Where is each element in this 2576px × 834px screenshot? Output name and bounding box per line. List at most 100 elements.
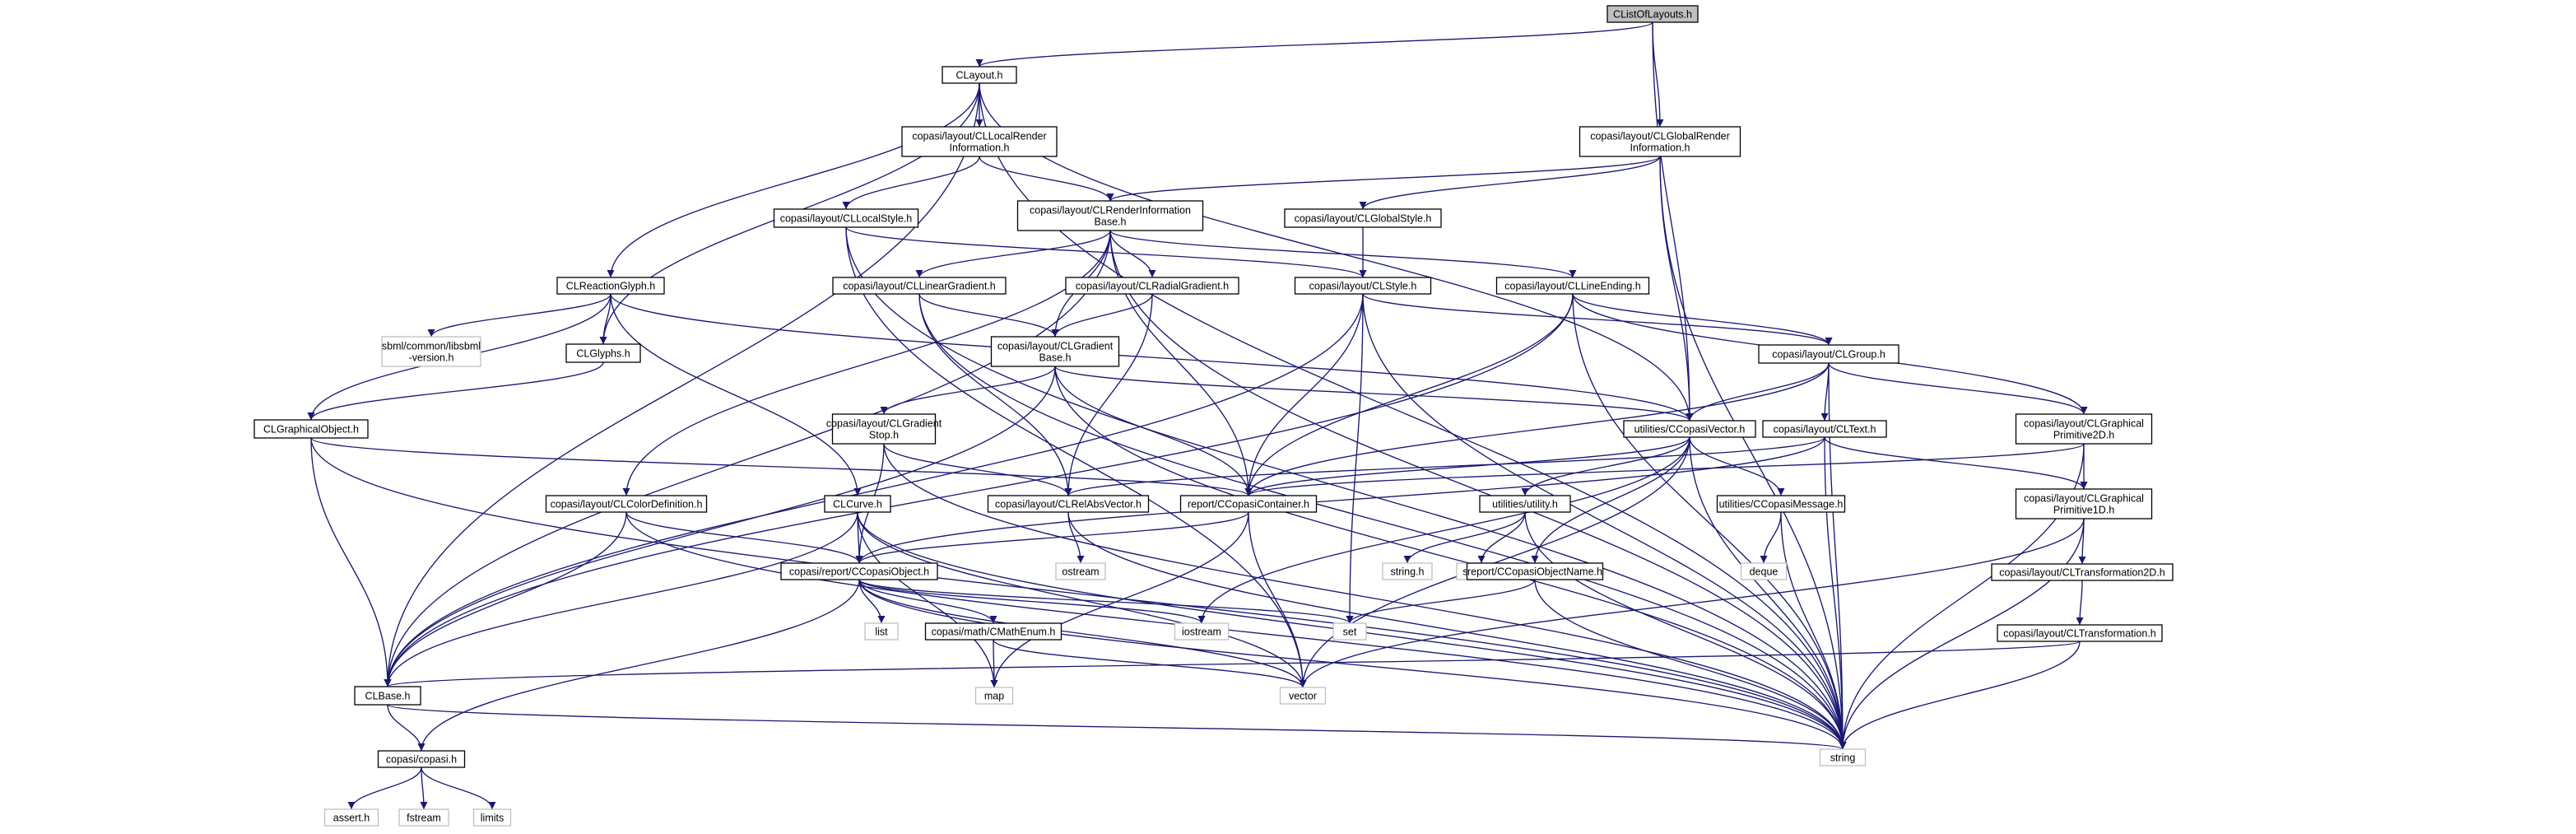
- node-box: [987, 495, 1150, 513]
- node-cglobalstyle[interactable]: copasi/layout/CLGlobalStyle.h: [1284, 208, 1442, 228]
- edge-clineargrad-to-crelabs: [918, 293, 1072, 496]
- node-label: utilities/CCopasiVector.h: [1634, 424, 1746, 436]
- node-label: iostream: [1182, 627, 1221, 638]
- node-set: set: [1332, 622, 1367, 641]
- node-cgraphobj[interactable]: CLGraphicalObject.h: [253, 419, 369, 439]
- node-cbase[interactable]: CLBase.h: [354, 686, 421, 706]
- node-label: copasi/layout/CLRadialGradient.h: [1076, 281, 1229, 292]
- edge-cradialgrad-to-crelabs: [1064, 293, 1153, 496]
- node-clineending[interactable]: copasi/layout/CLLineEnding.h: [1495, 277, 1650, 295]
- node-cmessage[interactable]: utilities/CCopasiMessage.h: [1716, 495, 1846, 513]
- node-cradialgrad[interactable]: copasi/layout/CLRadialGradient.h: [1065, 277, 1239, 295]
- node-label: copasi/layout/CLGraphical: [2024, 493, 2144, 505]
- node-clineargrad[interactable]: copasi/layout/CLLinearGradient.h: [832, 277, 1007, 295]
- edge-ctrans2d-to-ctrans: [2076, 580, 2084, 626]
- node-box: [1065, 277, 1239, 295]
- node-label: copasi/layout/CLLineEnding.h: [1504, 281, 1640, 292]
- node-box: [1997, 624, 2163, 642]
- edge-crenderinfobase-to-clineending: [1109, 230, 1577, 278]
- node-box: [2015, 488, 2153, 520]
- edge-cgroup-to-ccontainer: [1244, 362, 1830, 496]
- node-stringh: string.h: [1382, 562, 1433, 580]
- node-cglobalrender[interactable]: copasi/layout/CLGlobalRenderInformation.…: [1579, 126, 1741, 157]
- node-ccontainer[interactable]: report/CCopasiContainer.h: [1179, 495, 1318, 513]
- node-label: copasi/layout/CLLinearGradient.h: [843, 281, 996, 292]
- node-label: CLGraphicalObject.h: [263, 424, 359, 436]
- edge-crenderinfobase-to-cradialgrad: [1109, 230, 1156, 278]
- node-box: [398, 808, 449, 827]
- node-vector: vector: [1279, 687, 1327, 705]
- node-ccolordef[interactable]: copasi/layout/CLColorDefinition.h: [545, 495, 708, 513]
- node-ccopasivector[interactable]: utilities/CCopasiVector.h: [1623, 420, 1756, 438]
- node-creactionglyph[interactable]: CLReactionGlyph.h: [556, 277, 665, 295]
- edge-utility-to-stdargh: [1477, 511, 1526, 564]
- edge-clineending-to-cgroup: [1572, 293, 1833, 346]
- edge-cstyle-to-cbase: [384, 293, 1364, 687]
- edge-cobjectname-to-string: [1534, 579, 1847, 750]
- node-ctrans2d[interactable]: copasi/layout/CLTransformation2D.h: [1991, 563, 2174, 581]
- node-label: CListOfLayouts.h: [1613, 9, 1692, 21]
- node-clayout[interactable]: CLayout.h: [942, 66, 1017, 84]
- node-limits: limits: [472, 808, 512, 827]
- edge-clineargrad-to-string: [918, 293, 1847, 750]
- node-ccurve[interactable]: CLCurve.h: [824, 495, 891, 513]
- node-label: copasi/layout/CLGlobalRender: [1590, 131, 1730, 142]
- node-box: [1819, 748, 1867, 766]
- node-cglyphs[interactable]: CLGlyphs.h: [565, 343, 641, 363]
- edge-cglobalrender-to-crenderinfobase: [1106, 156, 1661, 202]
- node-label: CLReactionGlyph.h: [566, 281, 655, 292]
- node-label: copasi/layout/CLTransformation2D.h: [1999, 567, 2165, 579]
- node-ctrans[interactable]: copasi/layout/CLTransformation.h: [1997, 624, 2163, 642]
- node-cgroup[interactable]: copasi/layout/CLGroup.h: [1758, 344, 1899, 364]
- node-cmathenum[interactable]: copasi/math/CMathEnum.h: [924, 622, 1062, 641]
- node-box: [1579, 126, 1741, 157]
- edge-ccopasiobject-to-set: [858, 579, 1354, 624]
- edge-ccontainer-to-ccopasiobject: [855, 511, 1249, 564]
- edge-ctrans-to-string: [1839, 641, 2081, 750]
- node-clocalstyle[interactable]: copasi/layout/CLLocalStyle.h: [773, 208, 919, 228]
- node-label: CLCurve.h: [833, 499, 882, 510]
- node-label: utilities/utility.h: [1492, 499, 1558, 510]
- edge-cglyphs-to-cgraphobj: [307, 361, 604, 421]
- edge-cstyle-to-ccontainer: [1244, 293, 1364, 496]
- node-box: [1016, 200, 1204, 231]
- node-crelabs[interactable]: copasi/layout/CLRelAbsVector.h: [987, 495, 1150, 513]
- node-label: Base.h: [1039, 352, 1072, 364]
- edge-ccurve-to-cbase: [384, 511, 858, 687]
- node-copasih[interactable]: copasi/copasi.h: [377, 750, 466, 768]
- edge-utility-to-stringh: [1403, 511, 1526, 564]
- node-box: [1179, 495, 1318, 513]
- node-label: copasi/report/CCopasiObject.h: [789, 566, 929, 578]
- node-cstyle[interactable]: copasi/layout/CLStyle.h: [1294, 277, 1432, 295]
- node-label: Primitive1D.h: [2053, 505, 2114, 516]
- node-ctext[interactable]: copasi/layout/CLText.h: [1762, 420, 1887, 438]
- node-utility[interactable]: utilities/utility.h: [1479, 495, 1571, 513]
- node-ccopasiobject[interactable]: copasi/report/CCopasiObject.h: [780, 562, 938, 580]
- edge-crenderinfobase-to-clineargrad: [915, 230, 1111, 278]
- edges-layer: [307, 21, 2088, 810]
- node-box: [381, 336, 481, 367]
- edge-ctrans-to-cbase: [384, 641, 2081, 687]
- node-label: report/CCopasiObjectName.h: [1467, 566, 1602, 578]
- node-label: copasi/layout/CLRenderInformation: [1030, 205, 1191, 217]
- edge-cgprim1d-to-string: [1839, 518, 2085, 750]
- node-box: [545, 495, 708, 513]
- node-label: copasi/layout/CLTransformation.h: [2003, 628, 2156, 640]
- edge-crelabs-to-string: [1067, 511, 1847, 750]
- edge-ccopasiobject-to-list: [858, 579, 886, 624]
- node-cobjectname[interactable]: report/CCopasiObjectName.h: [1466, 562, 1604, 580]
- node-box: [773, 208, 919, 228]
- node-box: [824, 495, 891, 513]
- node-root[interactable]: CListOfLayouts.h: [1607, 5, 1699, 23]
- edge-ctext-to-crelabs: [1064, 436, 1825, 496]
- edge-root-to-ccopasivector: [1652, 21, 1694, 422]
- edge-cgraphobj-to-string: [310, 437, 1847, 750]
- node-label: Information.h: [1630, 142, 1690, 154]
